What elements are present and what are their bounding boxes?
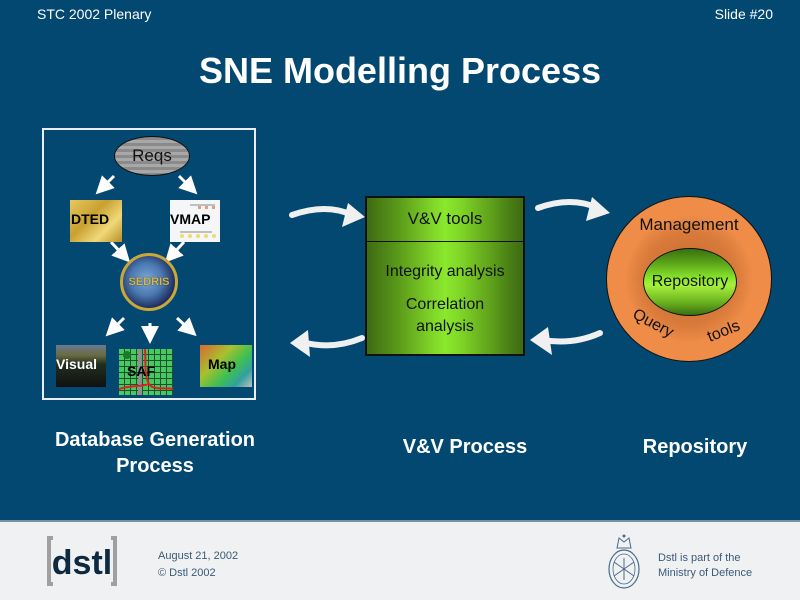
footer-copyright: © Dstl 2002 xyxy=(158,567,216,579)
vv-tools-label: V&V tools xyxy=(407,209,483,228)
arrow-db-to-vv xyxy=(289,206,355,218)
dstl-logo-text: dstl xyxy=(52,544,112,582)
arrow-vv-to-db xyxy=(299,335,365,349)
db-arrows xyxy=(95,174,198,344)
correlation-label: Correlation xyxy=(405,296,485,313)
slide-number: Slide #20 xyxy=(714,6,773,22)
tools-label: tools xyxy=(704,317,743,346)
sedris-node: SEDRIS xyxy=(120,253,178,311)
vv-divider xyxy=(367,241,523,242)
slide: STC 2002 Plenary Slide #20 SNE Modelling… xyxy=(37,6,773,477)
sedris-label: SEDRIS xyxy=(128,276,170,288)
reqs-node: Reqs xyxy=(114,136,190,176)
footer-date: August 21, 2002 xyxy=(158,550,239,562)
map-label: Map xyxy=(208,356,236,372)
header-left: STC 2002 Plenary xyxy=(37,6,152,22)
slide-title: SNE Modelling Process xyxy=(198,50,602,91)
arrow-dted-sedris xyxy=(109,240,131,263)
flow-arrows xyxy=(289,197,610,357)
repository-core-label: Repository xyxy=(651,273,729,290)
saf-label: SAF xyxy=(127,363,155,379)
arrow-group xyxy=(95,174,198,344)
arrow-sedris-visual xyxy=(105,316,126,337)
repository-ring: Management Repository Query tools xyxy=(606,196,772,362)
saf-roads-icon xyxy=(119,349,173,395)
repository-caption: Repository xyxy=(642,436,748,458)
repository-core: Repository xyxy=(643,248,737,316)
vv-process-caption: V&V Process xyxy=(402,436,528,458)
mod-line2: Ministry of Defence xyxy=(658,567,753,579)
arrow-repo-to-vv xyxy=(539,330,603,345)
dted-node: DTED xyxy=(70,200,122,242)
arrow-reqs-vmap xyxy=(177,174,198,195)
correlation-analysis-label: analysis xyxy=(416,318,474,335)
database-generation-caption: Database Generation Process xyxy=(54,429,256,477)
arrow-vv-to-repo xyxy=(535,199,601,211)
arrow-sedris-map xyxy=(175,316,197,337)
arrow-reqs-dted xyxy=(95,174,116,195)
visual-label: Visual xyxy=(56,356,97,372)
map-node: Map xyxy=(200,345,252,387)
dted-label: DTED xyxy=(71,211,110,227)
integrity-analysis-label: Integrity analysis xyxy=(385,263,505,280)
arrow-vmap-sedris xyxy=(164,240,186,263)
dstl-logo: dstl xyxy=(47,536,117,586)
reqs-label: Reqs xyxy=(132,146,172,165)
vv-tools-box: V&V tools Integrity analysis Correlation… xyxy=(365,196,525,356)
footer: dstl August 21, 2002 © Dstl 2002 Dstl is… xyxy=(0,520,800,600)
visual-node: Visual xyxy=(56,345,106,387)
mod-crest-icon xyxy=(608,534,640,589)
saf-node: SAF xyxy=(119,349,173,395)
mod-line1: Dstl is part of the xyxy=(658,552,741,564)
management-label: Management xyxy=(639,215,739,234)
database-generation-panel: Reqs DTED VMAP SEDRIS Visual xyxy=(42,128,256,400)
vmap-label: VMAP xyxy=(170,211,211,227)
vmap-node: VMAP xyxy=(170,200,220,242)
vmap-tree-icon xyxy=(180,204,216,238)
